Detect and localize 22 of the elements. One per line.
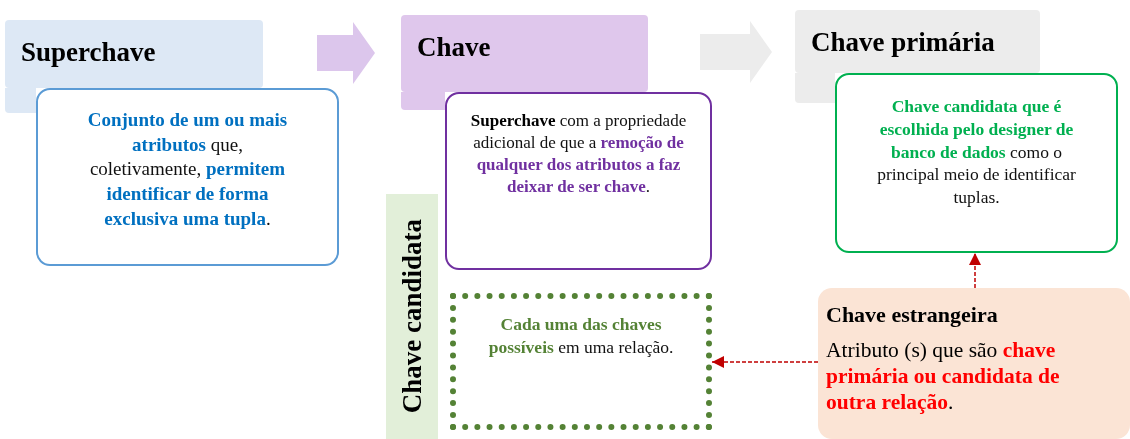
- header-band: [795, 10, 1040, 73]
- box-title: Chave estrangeira: [826, 302, 999, 328]
- definition-text: Superchave com a propriedade adicional de que a remoção de qualquer dos atributos a faz deixar de ser chave.: [469, 110, 688, 199]
- dotted-definition-box: [450, 293, 712, 430]
- band-title: Chave candidata: [396, 219, 428, 414]
- header-band: [401, 15, 648, 92]
- definition-text: Conjunto de um ou mais atributos que, coletivamente, permitem identificar de forma exclusiva uma tupla.: [86, 108, 289, 231]
- dashed-arrow: [969, 252, 981, 289]
- definition-box: [818, 288, 1130, 439]
- dashed-arrow: [711, 356, 819, 368]
- header-band: [5, 20, 263, 88]
- definition-card: [36, 88, 339, 266]
- definition-text: Atributo (s) que são chave primária ou candidata de outra relação.: [826, 338, 1061, 416]
- band-title: Chave primária: [811, 28, 996, 58]
- definition-card: [445, 92, 712, 270]
- definition-text: Chave candidata que é escolhida pelo designer de banco de dados como o principal meio de identificar tuplas.: [876, 95, 1077, 209]
- block-arrow: [317, 22, 375, 84]
- band-title: Chave: [417, 33, 492, 63]
- definition-text: Cada uma das chaves possíveis em uma relação.: [487, 313, 675, 359]
- definition-card: [835, 73, 1118, 253]
- vertical-header-band: [386, 194, 438, 439]
- band-title: Superchave: [21, 38, 157, 68]
